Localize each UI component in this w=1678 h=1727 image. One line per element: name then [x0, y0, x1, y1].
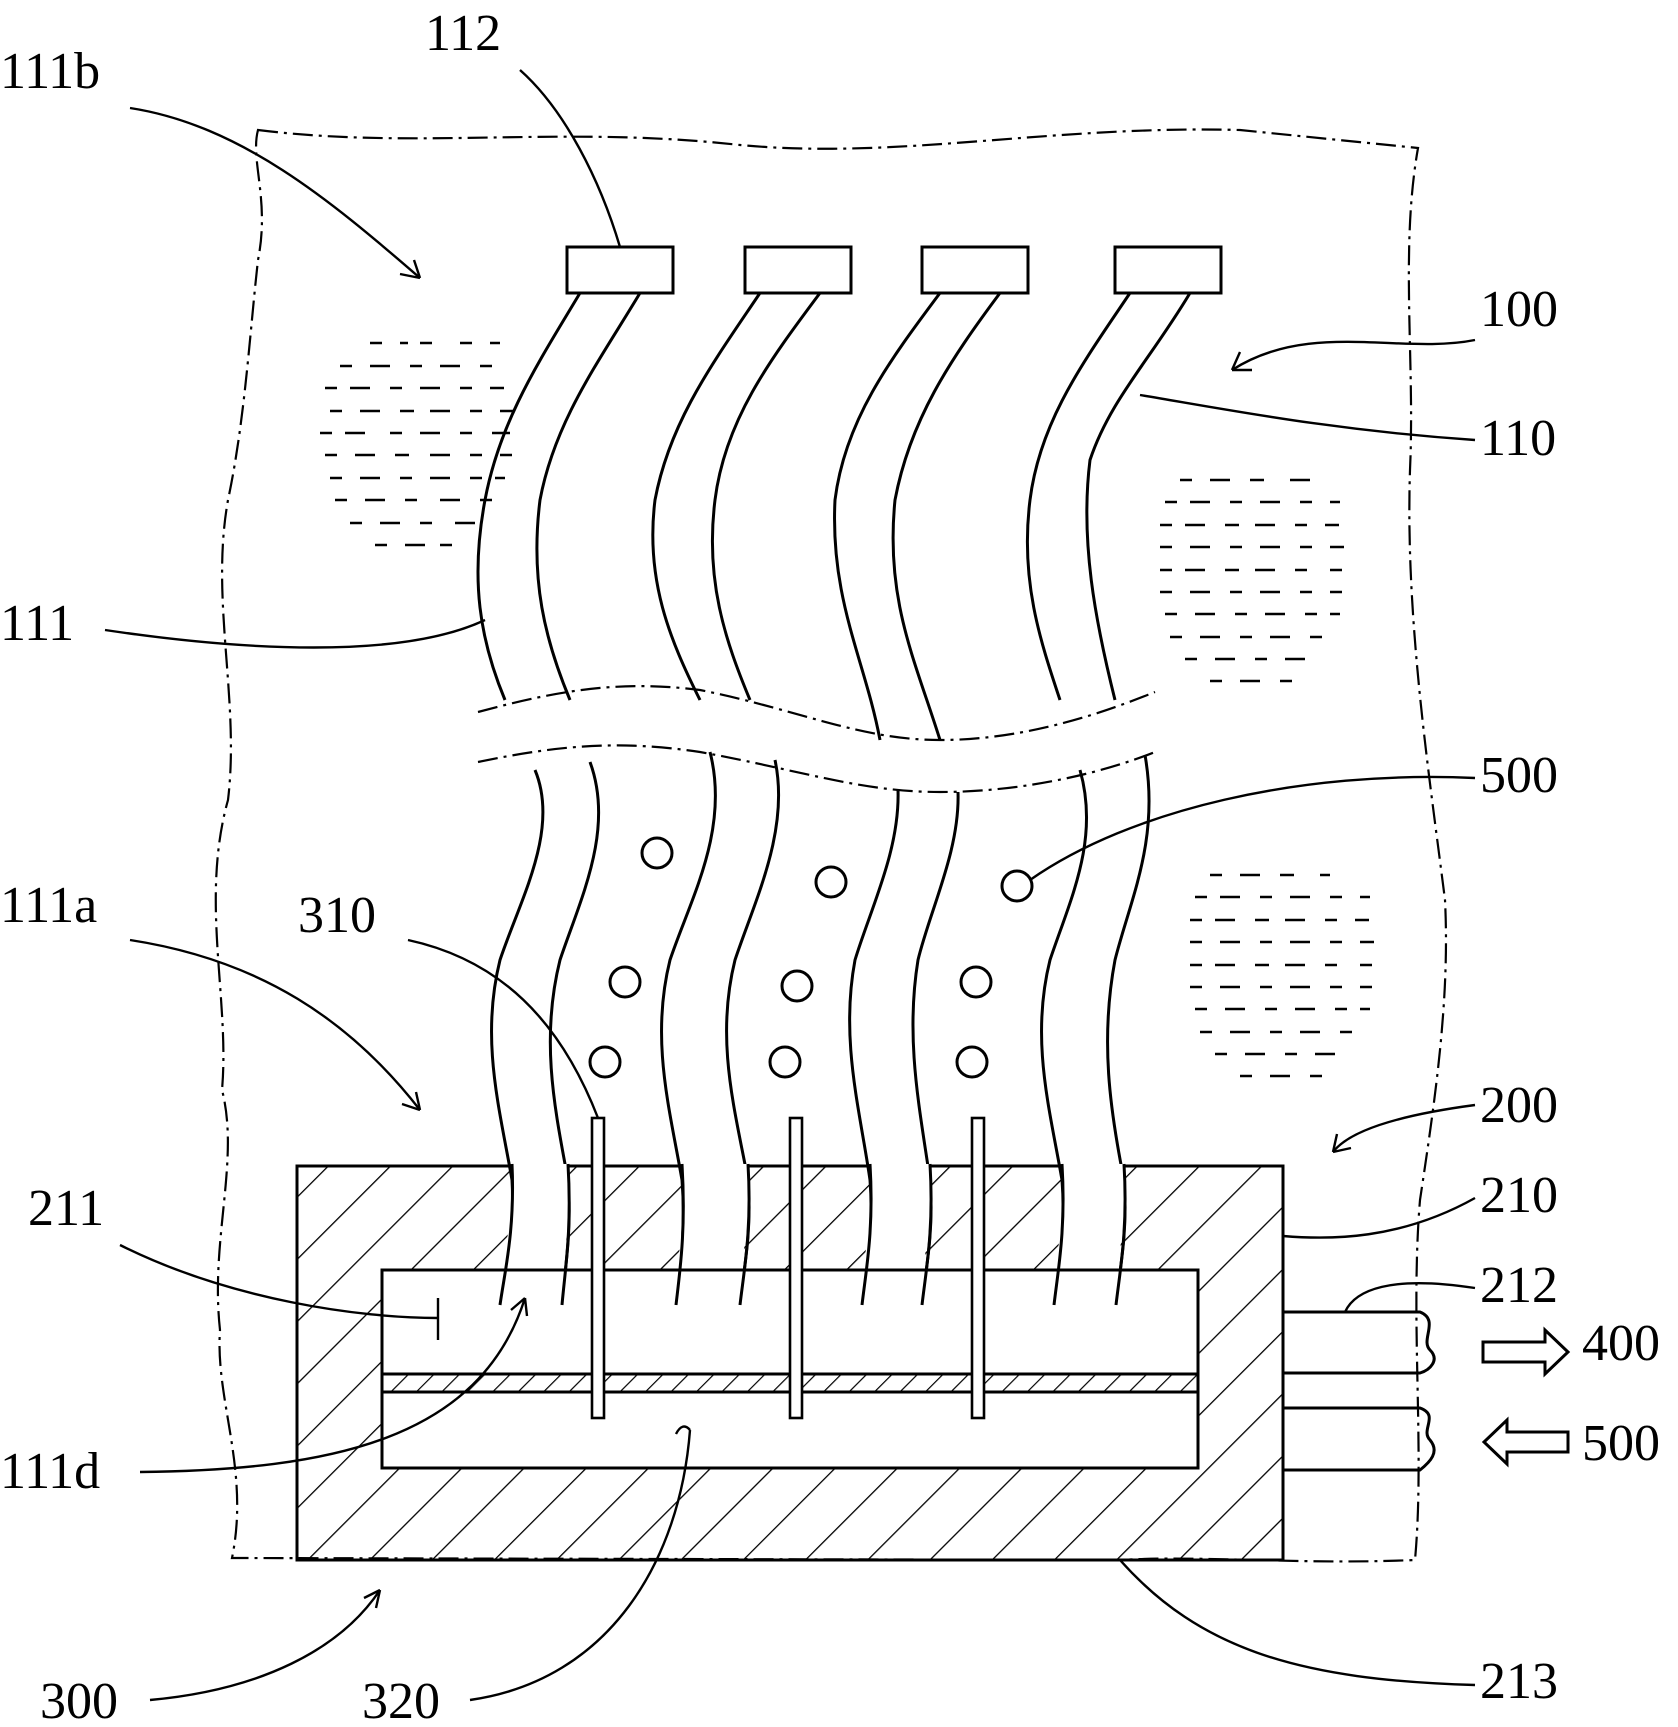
leader-111a — [129, 938, 421, 1111]
particle — [959, 965, 993, 999]
leader-100 — [1231, 338, 1476, 372]
label-200: 200 — [1480, 1077, 1558, 1134]
label-211: 211 — [28, 1180, 104, 1237]
particle — [780, 969, 814, 1003]
housing-210 — [295, 1163, 1285, 1562]
label-111a: 111a — [0, 877, 97, 934]
label-500-top: 500 — [1480, 747, 1558, 804]
leader-210 — [1282, 1196, 1476, 1239]
label-111: 111 — [0, 595, 74, 652]
upper-leads — [476, 292, 1192, 741]
label-310: 310 — [298, 887, 376, 944]
leader-200 — [1332, 1103, 1476, 1153]
break-line-lower — [477, 744, 1156, 794]
texture-patch-right-upper — [1160, 478, 1344, 683]
label-213: 213 — [1480, 1653, 1558, 1710]
label-320: 320 — [362, 1673, 440, 1727]
leader-111 — [104, 618, 486, 649]
texture-patch-right-lower — [1190, 873, 1374, 1078]
leader-111b — [129, 106, 421, 279]
left-hollow-arrow — [1481, 1416, 1570, 1468]
region-boundary-100 — [214, 128, 1448, 1563]
leader-213 — [1119, 1559, 1476, 1687]
pipes-212 — [1283, 1310, 1436, 1472]
label-300: 300 — [40, 1673, 118, 1727]
pad-3 — [920, 245, 1030, 295]
leader-310 — [407, 938, 600, 1119]
label-112: 112 — [425, 5, 501, 62]
probe — [970, 1116, 986, 1420]
leader-300 — [149, 1589, 381, 1702]
pads-112 — [565, 245, 1223, 295]
label-212: 212 — [1480, 1257, 1558, 1314]
particle — [588, 1045, 622, 1079]
particle — [640, 836, 674, 870]
particle — [608, 965, 642, 999]
leader-110 — [1139, 393, 1476, 442]
pad-2 — [743, 245, 853, 295]
label-400: 400 — [1582, 1315, 1660, 1372]
pad-4 — [1113, 245, 1223, 295]
texture-patch-upper-left — [320, 341, 514, 547]
leader-212 — [1343, 1282, 1476, 1313]
leader-112 — [519, 69, 622, 248]
particle — [768, 1045, 802, 1079]
particle — [814, 865, 848, 899]
break-line-upper — [477, 685, 1156, 742]
leader-500-top — [1029, 775, 1476, 881]
label-111b: 111b — [0, 43, 100, 100]
label-210: 210 — [1480, 1167, 1558, 1224]
label-111d: 111d — [0, 1443, 100, 1500]
reference-labels: 111b 112 100 110 111 500 111a 310 200 21… — [0, 5, 1660, 1727]
leader-320 — [469, 1429, 692, 1702]
pad-1 — [565, 245, 675, 295]
label-100: 100 — [1480, 281, 1558, 338]
leader-lines — [104, 69, 1476, 1702]
leader-211 — [119, 1243, 439, 1320]
leader-111d — [139, 1297, 527, 1474]
right-hollow-arrow — [1481, 1326, 1571, 1378]
label-110: 110 — [1480, 410, 1556, 467]
particle — [1000, 869, 1034, 903]
label-500-arrow: 500 — [1582, 1415, 1660, 1472]
probe — [788, 1116, 804, 1420]
particle — [955, 1045, 989, 1079]
particles-500 — [588, 836, 1034, 1079]
probes-310 — [590, 1116, 986, 1420]
probe — [590, 1116, 606, 1420]
